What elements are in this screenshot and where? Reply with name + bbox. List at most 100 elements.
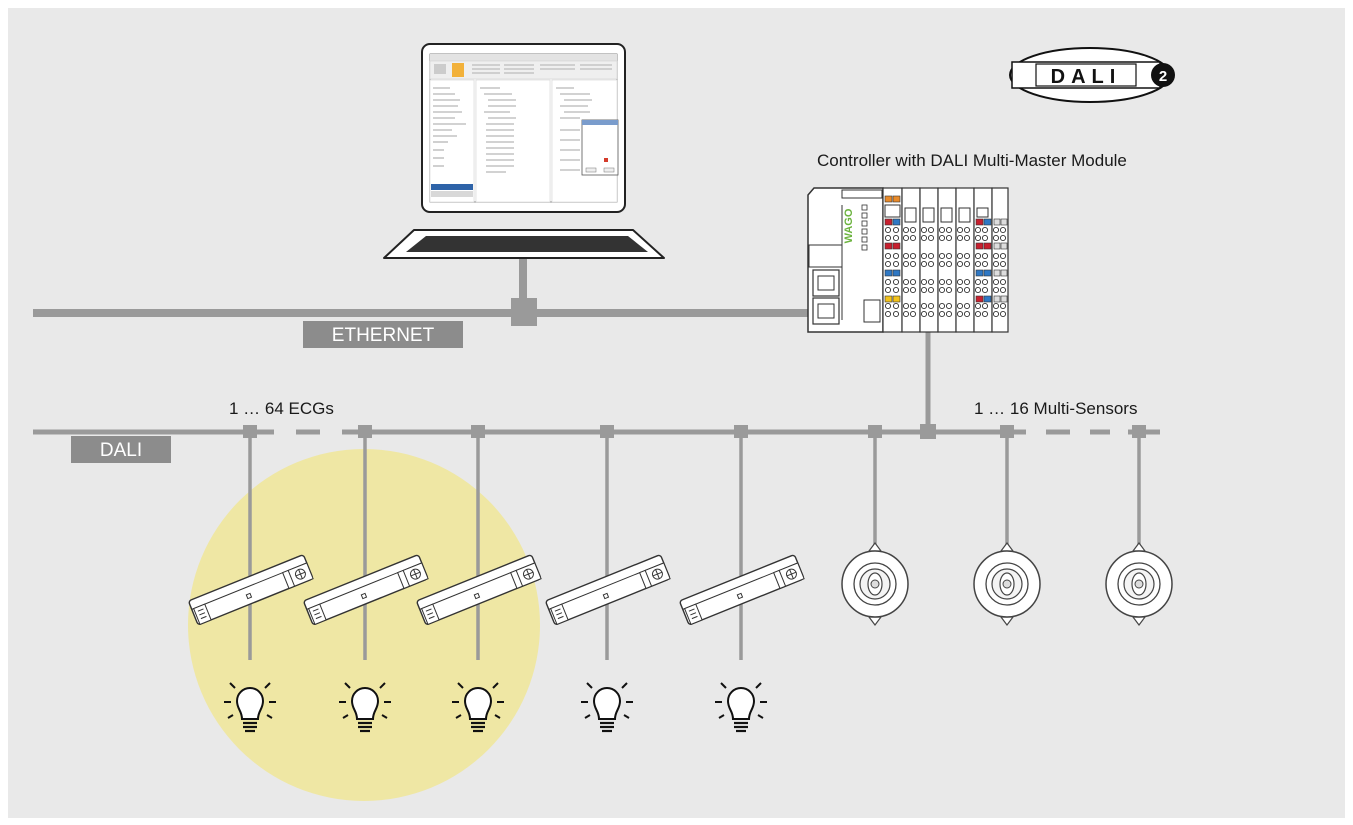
sensor-node-2: [973, 425, 1041, 626]
terminal-hole: [902, 310, 910, 318]
terminal-hole: [920, 252, 928, 260]
terminal-hole: [938, 234, 946, 242]
terminal-hole: [999, 310, 1007, 318]
terminal-hole: [920, 234, 928, 242]
terminal-hole: [981, 302, 989, 310]
terminal-hole: [963, 234, 971, 242]
ethernet-bus: [33, 258, 830, 326]
terminal-hole: [999, 234, 1007, 242]
terminal-hole: [909, 302, 917, 310]
terminal-hole: [974, 252, 982, 260]
terminal-hole: [902, 302, 910, 310]
terminal-hole: [927, 302, 935, 310]
terminal-hole: [956, 310, 964, 318]
dali-tag: DALI: [71, 436, 171, 463]
terminal-hole: [920, 226, 928, 234]
terminal-hole: [884, 260, 892, 268]
terminal-hole: [981, 234, 989, 242]
terminal-hole: [927, 260, 935, 268]
dali2-logo-version: 2: [1159, 68, 1167, 85]
terminal-hole: [963, 302, 971, 310]
sensor-node-1: [841, 425, 909, 626]
terminal-hole: [963, 278, 971, 286]
terminal-hole: [999, 260, 1007, 268]
terminal-hole: [945, 286, 953, 294]
terminal-hole: [927, 286, 935, 294]
terminal-hole: [992, 302, 1000, 310]
ecg-node-2: [302, 425, 429, 733]
terminal-hole: [981, 278, 989, 286]
terminal-hole: [884, 278, 892, 286]
terminal-hole: [963, 260, 971, 268]
terminal-hole: [945, 278, 953, 286]
terminal-hole: [938, 278, 946, 286]
terminal-hole: [892, 234, 900, 242]
terminal-hole: [999, 302, 1007, 310]
terminal-hole: [992, 260, 1000, 268]
terminal-hole: [938, 310, 946, 318]
terminal-hole: [884, 310, 892, 318]
controller-icon: WAGO: [807, 187, 1009, 333]
terminal-hole: [938, 302, 946, 310]
terminal-hole: [920, 260, 928, 268]
terminal-hole: [892, 226, 900, 234]
terminal-hole: [945, 226, 953, 234]
terminal-hole: [884, 252, 892, 260]
terminal-hole: [909, 260, 917, 268]
terminal-hole: [927, 310, 935, 318]
controller-label: Controller with DALI Multi-Master Module: [817, 151, 1127, 170]
terminal-hole: [981, 252, 989, 260]
terminal-hole: [956, 260, 964, 268]
terminal-hole: [974, 302, 982, 310]
terminal-hole: [999, 252, 1007, 260]
terminal-hole: [902, 252, 910, 260]
terminal-hole: [981, 310, 989, 318]
terminal-hole: [956, 302, 964, 310]
terminal-hole: [892, 310, 900, 318]
terminal-hole: [909, 278, 917, 286]
terminal-hole: [992, 252, 1000, 260]
wago-logo: WAGO: [843, 208, 855, 243]
terminal-hole: [884, 226, 892, 234]
terminal-hole: [974, 234, 982, 242]
terminal-hole: [920, 278, 928, 286]
terminal-hole: [892, 252, 900, 260]
terminal-hole: [920, 302, 928, 310]
ethernet-label: ETHERNET: [332, 325, 435, 346]
sensor-count-label: 1 … 16 Multi-Sensors: [974, 399, 1137, 418]
terminal-hole: [927, 278, 935, 286]
terminal-hole: [956, 252, 964, 260]
terminal-hole: [981, 226, 989, 234]
dali2-logo-text: DALI: [1051, 66, 1122, 88]
terminal-hole: [884, 286, 892, 294]
terminal-hole: [902, 278, 910, 286]
terminal-hole: [909, 286, 917, 294]
terminal-hole: [927, 234, 935, 242]
ecg-node-5: [678, 425, 805, 733]
terminal-hole: [992, 234, 1000, 242]
terminal-hole: [992, 278, 1000, 286]
terminal-hole: [956, 278, 964, 286]
terminal-hole: [945, 252, 953, 260]
terminal-hole: [956, 226, 964, 234]
terminal-hole: [999, 226, 1007, 234]
terminal-hole: [938, 260, 946, 268]
laptop-icon: [383, 43, 665, 259]
terminal-hole: [981, 260, 989, 268]
terminal-hole: [938, 226, 946, 234]
terminal-hole: [974, 226, 982, 234]
terminal-hole: [902, 286, 910, 294]
ecg-count-label: 1 … 64 ECGs: [229, 399, 334, 418]
terminal-hole: [927, 252, 935, 260]
ethernet-tag: ETHERNET: [303, 321, 463, 348]
terminal-hole: [909, 310, 917, 318]
terminal-hole: [974, 310, 982, 318]
terminal-hole: [892, 286, 900, 294]
terminal-hole: [974, 286, 982, 294]
terminal-hole: [938, 252, 946, 260]
terminal-hole: [902, 226, 910, 234]
terminal-hole: [892, 260, 900, 268]
ecg-node-1: [187, 425, 314, 733]
terminal-hole: [884, 302, 892, 310]
